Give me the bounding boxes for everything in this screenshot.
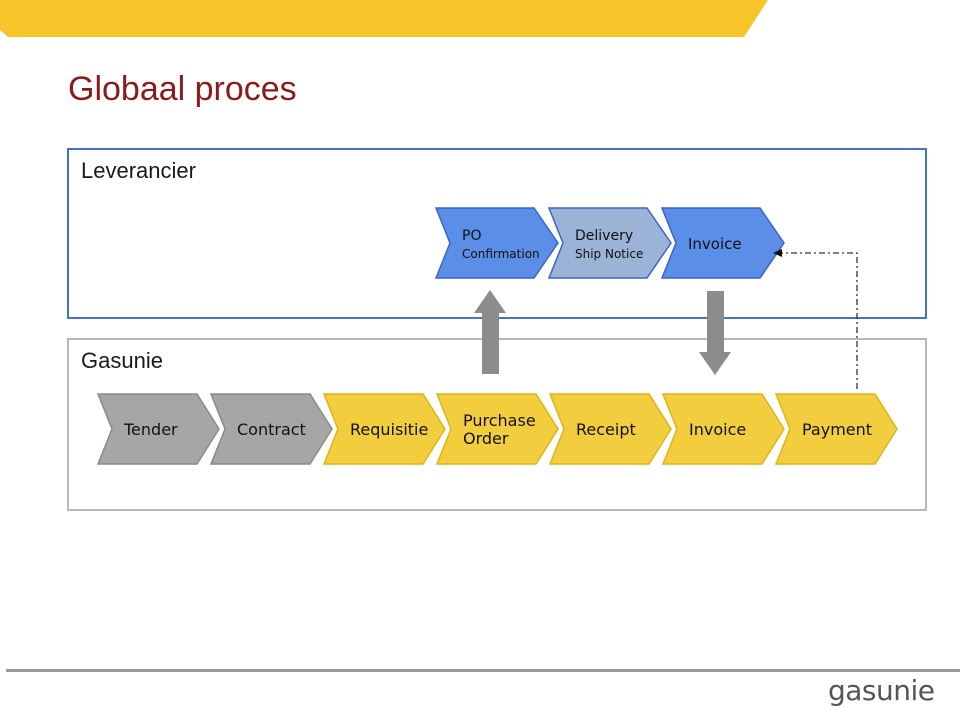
- lane-supplier-label: Leverancier: [81, 158, 196, 183]
- gasunie-chevron-shape: [322, 393, 446, 465]
- supplier-step-2: Invoice: [660, 207, 785, 279]
- top-banner: [0, 0, 768, 37]
- supplier-step-label: PO: [462, 228, 481, 244]
- arrowhead-left-icon: [773, 249, 782, 257]
- gasunie-chevron-shape: [209, 393, 333, 465]
- gasunie-chevron-shape: [548, 393, 672, 465]
- gasunie-step-sublabel: Order: [463, 429, 509, 448]
- gasunie-step-4: Receipt: [548, 393, 672, 465]
- gasunie-step-label: Invoice: [689, 420, 746, 439]
- gasunie-step-label: Payment: [802, 420, 872, 439]
- lane-gasunie-label: Gasunie: [81, 348, 163, 373]
- gasunie-logo-text: gasunie: [828, 674, 935, 707]
- supplier-chevron-shape: [660, 207, 785, 279]
- gasunie-step-2: Requisitie: [322, 393, 446, 465]
- gasunie-step-5: Invoice: [661, 393, 785, 465]
- gasunie-step-0: Tender: [96, 393, 220, 465]
- gasunie-step-label: Receipt: [576, 420, 636, 439]
- gasunie-step-6: Payment: [774, 393, 898, 465]
- slide-title: Globaal proces: [68, 70, 297, 108]
- supplier-step-sublabel: Ship Notice: [575, 247, 643, 261]
- footer-rule: [6, 669, 960, 672]
- gasunie-step-label: Purchase: [463, 411, 536, 430]
- gasunie-chevron-shape: [435, 393, 559, 465]
- gasunie-chevron-shape: [96, 393, 220, 465]
- gasunie-chevron-shape: [774, 393, 898, 465]
- supplier-step-label: Invoice: [688, 235, 742, 253]
- gasunie-logo: gasunie: [828, 674, 935, 707]
- arrow-down-icon: [699, 291, 731, 375]
- supplier-step-sublabel: Confirmation: [462, 247, 540, 261]
- supplier-step-label: Delivery: [575, 228, 633, 244]
- supplier-chevron-shape: [547, 207, 672, 279]
- supplier-chevron-shape: [434, 207, 559, 279]
- gasunie-step-label: Tender: [123, 420, 178, 439]
- gasunie-step-label: Contract: [237, 420, 306, 439]
- gasunie-step-1: Contract: [209, 393, 333, 465]
- gasunie-step-label: Requisitie: [350, 420, 428, 439]
- supplier-step-0: PO Confirmation: [434, 207, 559, 279]
- gasunie-chevron-shape: [661, 393, 785, 465]
- payment-feedback-connector: [780, 252, 858, 389]
- arrow-up-icon: [474, 290, 506, 374]
